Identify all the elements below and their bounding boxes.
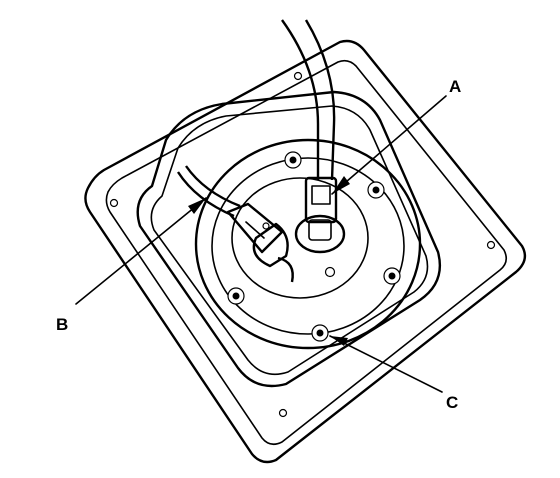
plate-hole [293,71,303,81]
pump-flange [194,138,422,350]
plate-holes [109,71,496,418]
hose-b [176,165,294,283]
nut-icon [284,151,302,169]
plate-hole [109,198,119,208]
leader-a [331,95,447,195]
plate-hole [486,240,496,250]
nut-icon [227,287,245,305]
mounting-plate [84,39,527,464]
flange-nuts [227,151,401,342]
nut-icon [367,181,385,199]
nut-icon [311,324,329,342]
leader-b [75,197,207,305]
nut-icon [383,267,401,285]
plate-hole [278,408,288,418]
connector-a [294,176,346,254]
wire-harness [281,19,336,181]
label-c: C [446,393,458,412]
label-a: A [449,77,461,96]
leader-c [329,335,443,393]
label-b: B [56,315,68,334]
